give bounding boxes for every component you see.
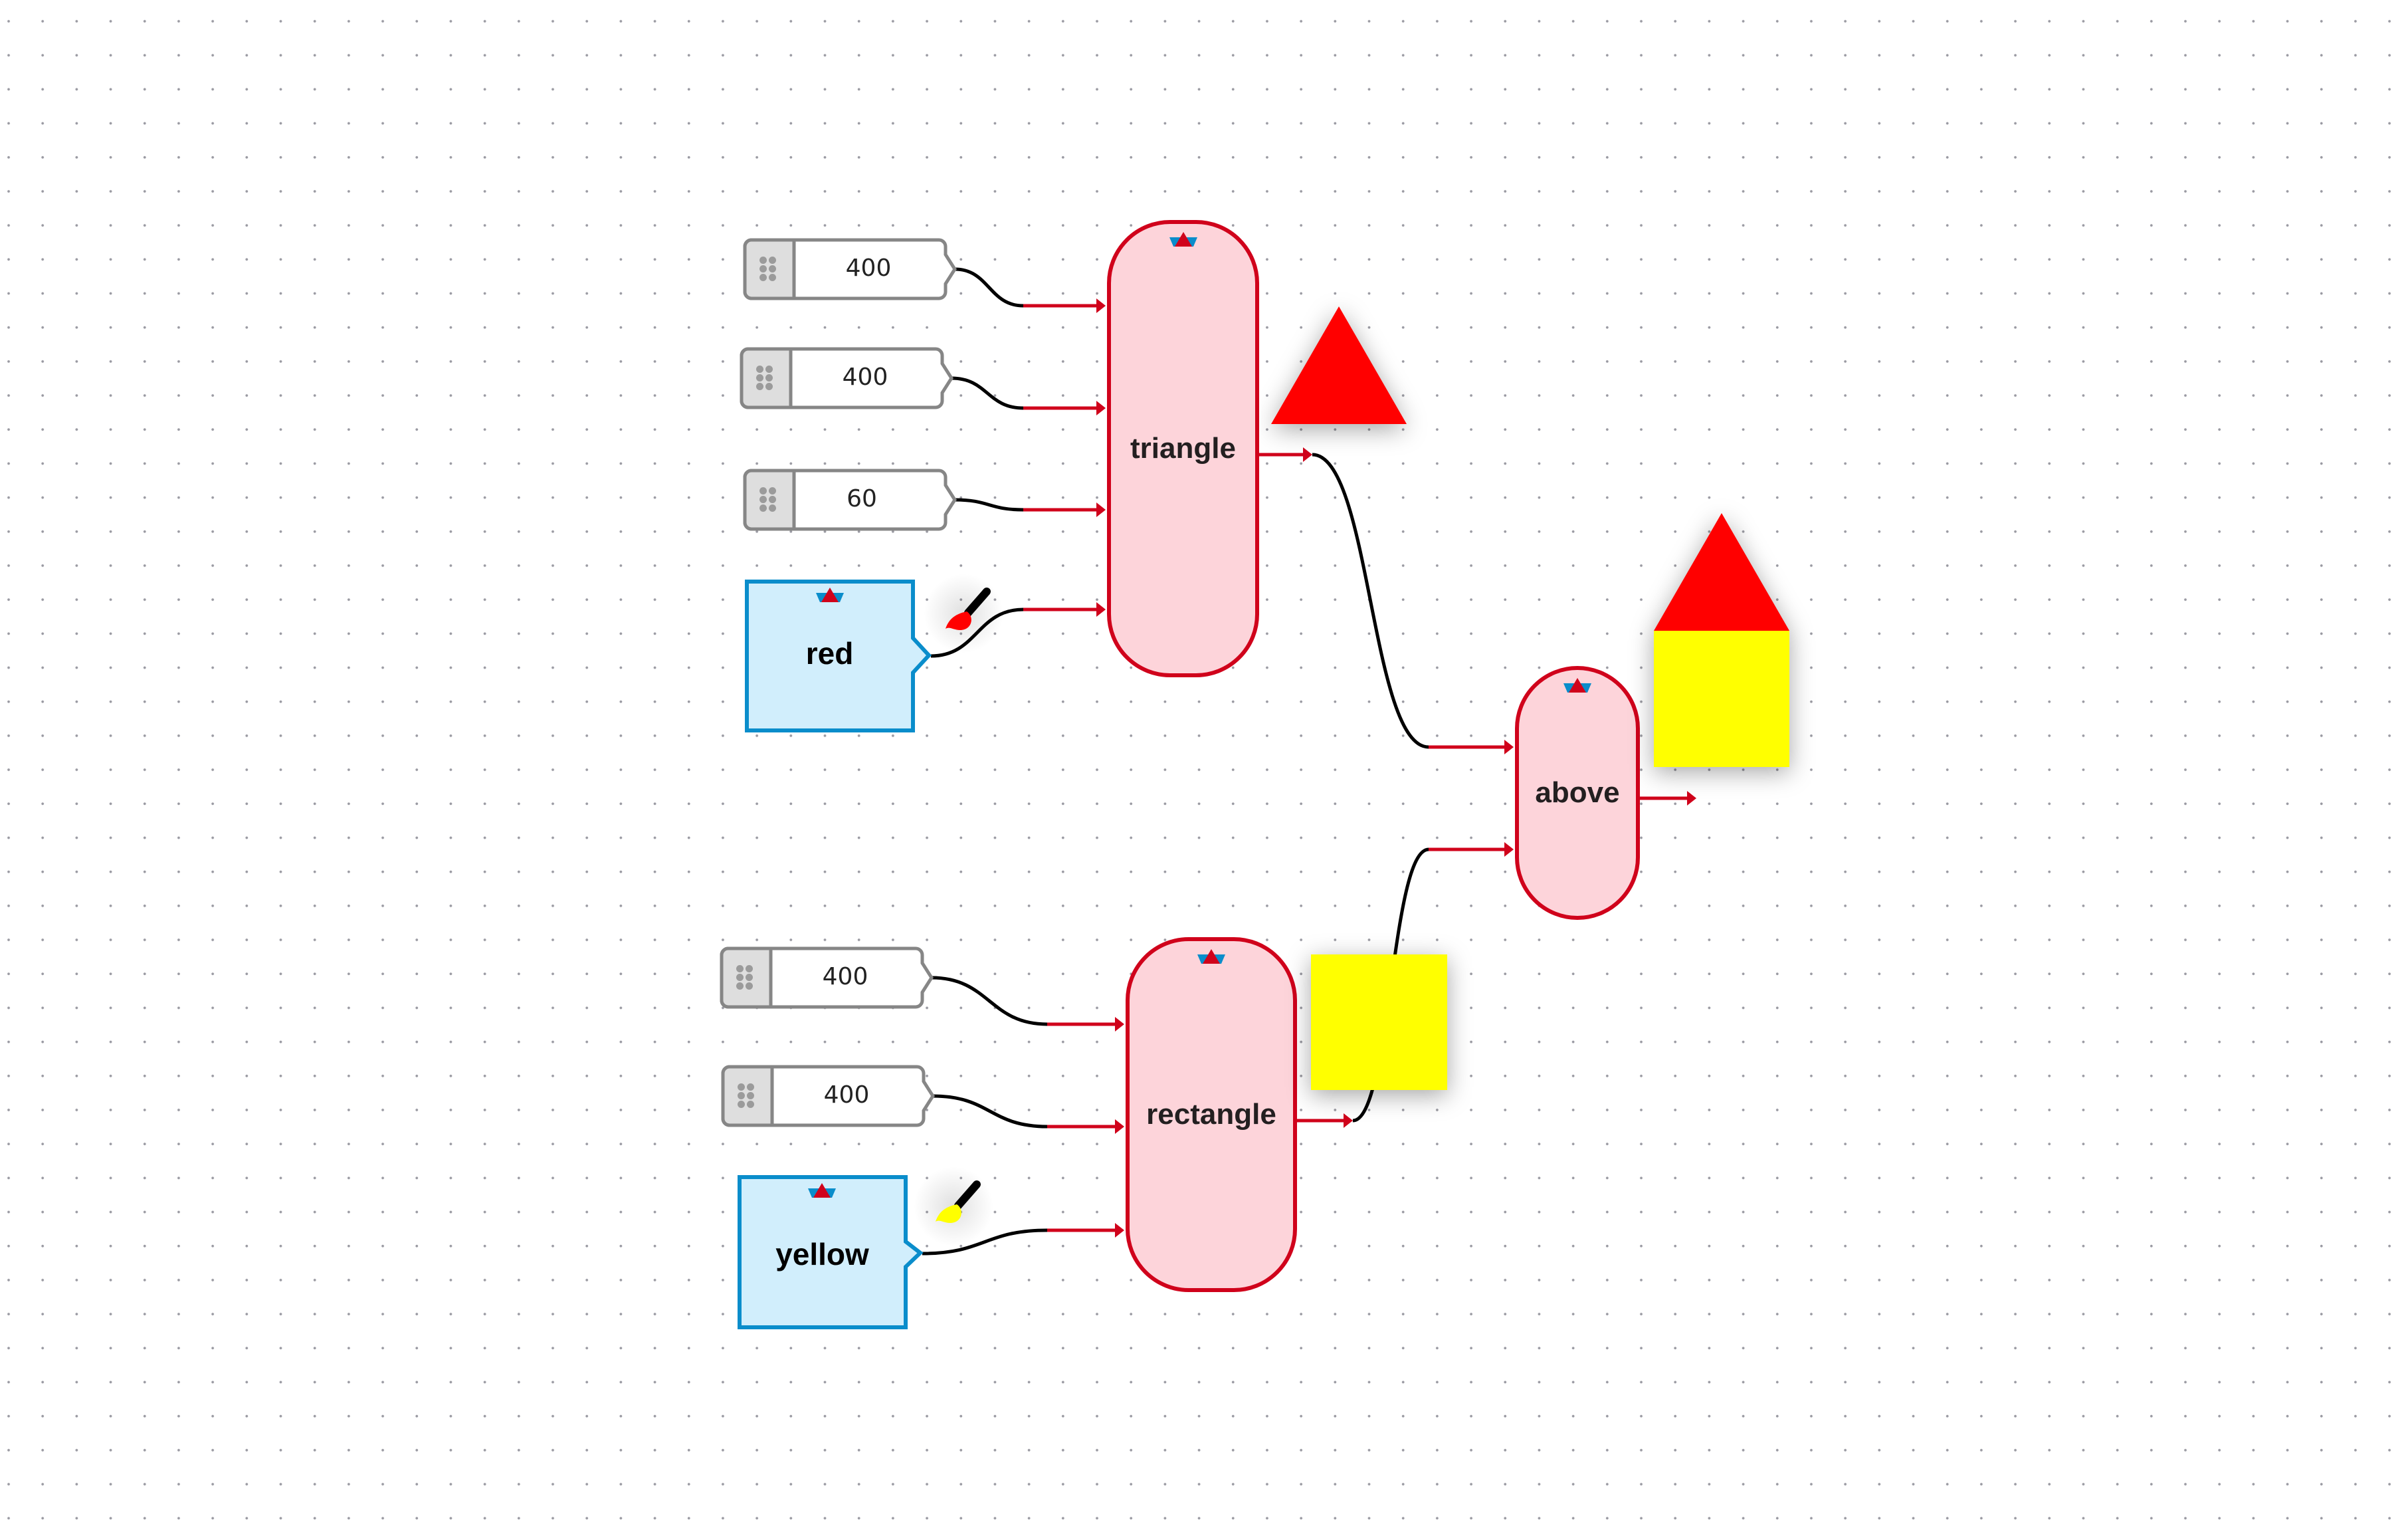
preview-above-roof bbox=[1654, 513, 1789, 631]
wire-curve[interactable] bbox=[930, 607, 1024, 658]
paintbrush-icon bbox=[910, 1163, 997, 1250]
number-value[interactable]: 400 bbox=[845, 255, 892, 282]
number-input[interactable]: 60 bbox=[742, 469, 957, 531]
number-input[interactable]: 400 bbox=[720, 1065, 935, 1127]
function-label: triangle bbox=[1130, 432, 1236, 465]
output-arrow-icon[interactable] bbox=[1344, 1113, 1353, 1128]
type-triangle-icon bbox=[1563, 678, 1591, 693]
preview-above bbox=[1654, 513, 1789, 767]
wire-arrowhead-icon bbox=[1115, 1017, 1124, 1032]
preview-triangle-shape bbox=[1271, 306, 1407, 424]
number-value[interactable]: 400 bbox=[822, 963, 868, 990]
number-input[interactable]: 400 bbox=[739, 347, 953, 409]
type-triangle-icon bbox=[808, 1183, 836, 1198]
function-label: rectangle bbox=[1146, 1098, 1276, 1131]
wire-curve[interactable] bbox=[954, 498, 1024, 512]
wire-arrowhead-icon bbox=[1096, 401, 1106, 415]
string-box-outline bbox=[745, 580, 932, 732]
preview-rectangle bbox=[1311, 954, 1447, 1090]
wire-arrowhead-icon bbox=[1115, 1119, 1124, 1134]
wire-curve[interactable] bbox=[931, 976, 1048, 1026]
wire-curve[interactable] bbox=[1312, 453, 1429, 749]
drag-handle-icon[interactable] bbox=[756, 366, 773, 390]
output-arrow-icon[interactable] bbox=[1687, 791, 1696, 806]
function-node-triangle[interactable]: triangle bbox=[1107, 220, 1259, 677]
number-value[interactable]: 60 bbox=[847, 485, 877, 512]
string-value[interactable]: red bbox=[805, 636, 854, 671]
string-input-red[interactable]: red bbox=[745, 580, 932, 732]
string-input-yellow[interactable]: yellow bbox=[738, 1175, 924, 1329]
number-input[interactable]: 400 bbox=[719, 946, 934, 1009]
drag-handle-icon[interactable] bbox=[738, 1083, 755, 1108]
wire-arrowhead-icon bbox=[1504, 842, 1514, 857]
wire-arrowhead-icon bbox=[1115, 1223, 1124, 1238]
wire-arrowhead-icon bbox=[1096, 298, 1106, 313]
drag-handle-icon[interactable] bbox=[736, 965, 753, 990]
number-box-outline bbox=[743, 238, 957, 300]
wire-arrowhead-icon bbox=[1096, 602, 1106, 617]
type-triangle-icon bbox=[1169, 232, 1197, 247]
number-value[interactable]: 400 bbox=[823, 1081, 870, 1109]
string-box-outline bbox=[738, 1175, 924, 1329]
function-node-above[interactable]: above bbox=[1515, 666, 1640, 920]
string-value[interactable]: yellow bbox=[775, 1237, 869, 1271]
preview-triangle bbox=[1271, 306, 1407, 424]
number-input[interactable]: 400 bbox=[742, 238, 957, 300]
drag-handle-icon[interactable] bbox=[759, 487, 777, 512]
wire-curve[interactable] bbox=[922, 1228, 1048, 1256]
type-triangle-icon bbox=[1197, 949, 1225, 964]
function-node-rectangle[interactable]: rectangle bbox=[1126, 937, 1297, 1292]
output-arrow-icon[interactable] bbox=[1303, 447, 1312, 462]
preview-above-body bbox=[1654, 631, 1789, 767]
drag-handle-icon[interactable] bbox=[759, 257, 777, 281]
number-value[interactable]: 400 bbox=[842, 364, 888, 391]
preview-rectangle-shape bbox=[1311, 954, 1447, 1090]
wire-arrowhead-icon bbox=[1504, 740, 1514, 754]
function-label: above bbox=[1535, 776, 1620, 809]
paintbrush-icon bbox=[920, 570, 1007, 657]
wire-arrowhead-icon bbox=[1096, 502, 1106, 517]
wire-curve[interactable] bbox=[951, 376, 1024, 410]
wire-curve[interactable] bbox=[932, 1094, 1048, 1129]
type-triangle-icon bbox=[816, 588, 844, 602]
wire-curve[interactable] bbox=[954, 267, 1024, 308]
